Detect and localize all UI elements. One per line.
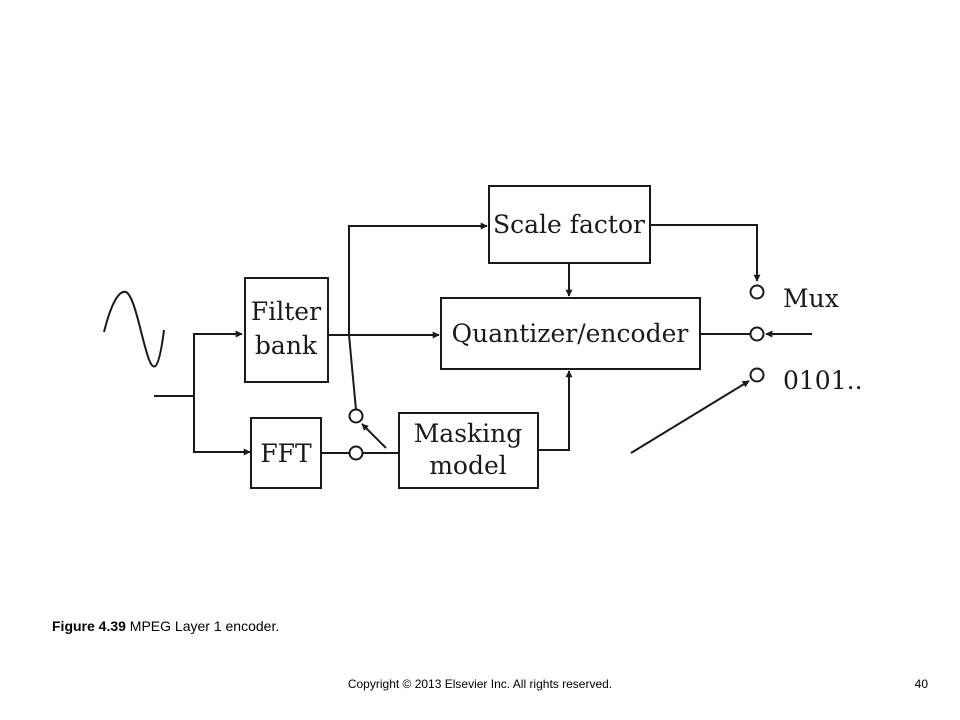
copyright-notice: Copyright © 2013 Elsevier Inc. All right… [347, 677, 613, 691]
page-number: 40 [914, 677, 928, 691]
figure-caption: Figure 4.39 MPEG Layer 1 encoder. [52, 618, 279, 634]
mux-node-middle [749, 326, 765, 342]
quantizer-encoder-block [440, 297, 701, 370]
masking-model-label-line1: Masking [414, 419, 523, 448]
mux-node-bottom [749, 367, 765, 383]
quantizer-encoder-label: Quantizer/encoder [452, 319, 689, 348]
mux-node-top [749, 284, 765, 300]
switch-node-fft [348, 445, 364, 461]
lead-to-scale-factor [348, 222, 488, 411]
input-sine-wave [103, 290, 165, 368]
masking-model-label-line2: model [429, 451, 507, 480]
bitstream-label: 0101.. [783, 366, 863, 395]
switch-node-upper [348, 408, 364, 424]
fft-block [250, 417, 322, 489]
masking-to-quantizer-arrow [538, 370, 573, 451]
mux-selector-arrow [630, 380, 750, 454]
switch-lever-arrow [361, 423, 387, 449]
filter-bank-label-line1: Filter [251, 297, 321, 326]
figure-caption-text: MPEG Layer 1 encoder. [125, 618, 280, 634]
figure-caption-label: Figure 4.39 [52, 618, 126, 634]
mux-label: Mux [783, 284, 839, 313]
scale-to-mux-arrow [650, 224, 761, 282]
scale-factor-label: Scale factor [493, 210, 645, 239]
filter-bank-label-line2: bank [255, 331, 318, 360]
split-to-filter-bank [193, 330, 243, 396]
split-to-fft [193, 396, 251, 456]
filter-bank-block [244, 277, 329, 383]
fft-label: FFT [260, 439, 312, 468]
